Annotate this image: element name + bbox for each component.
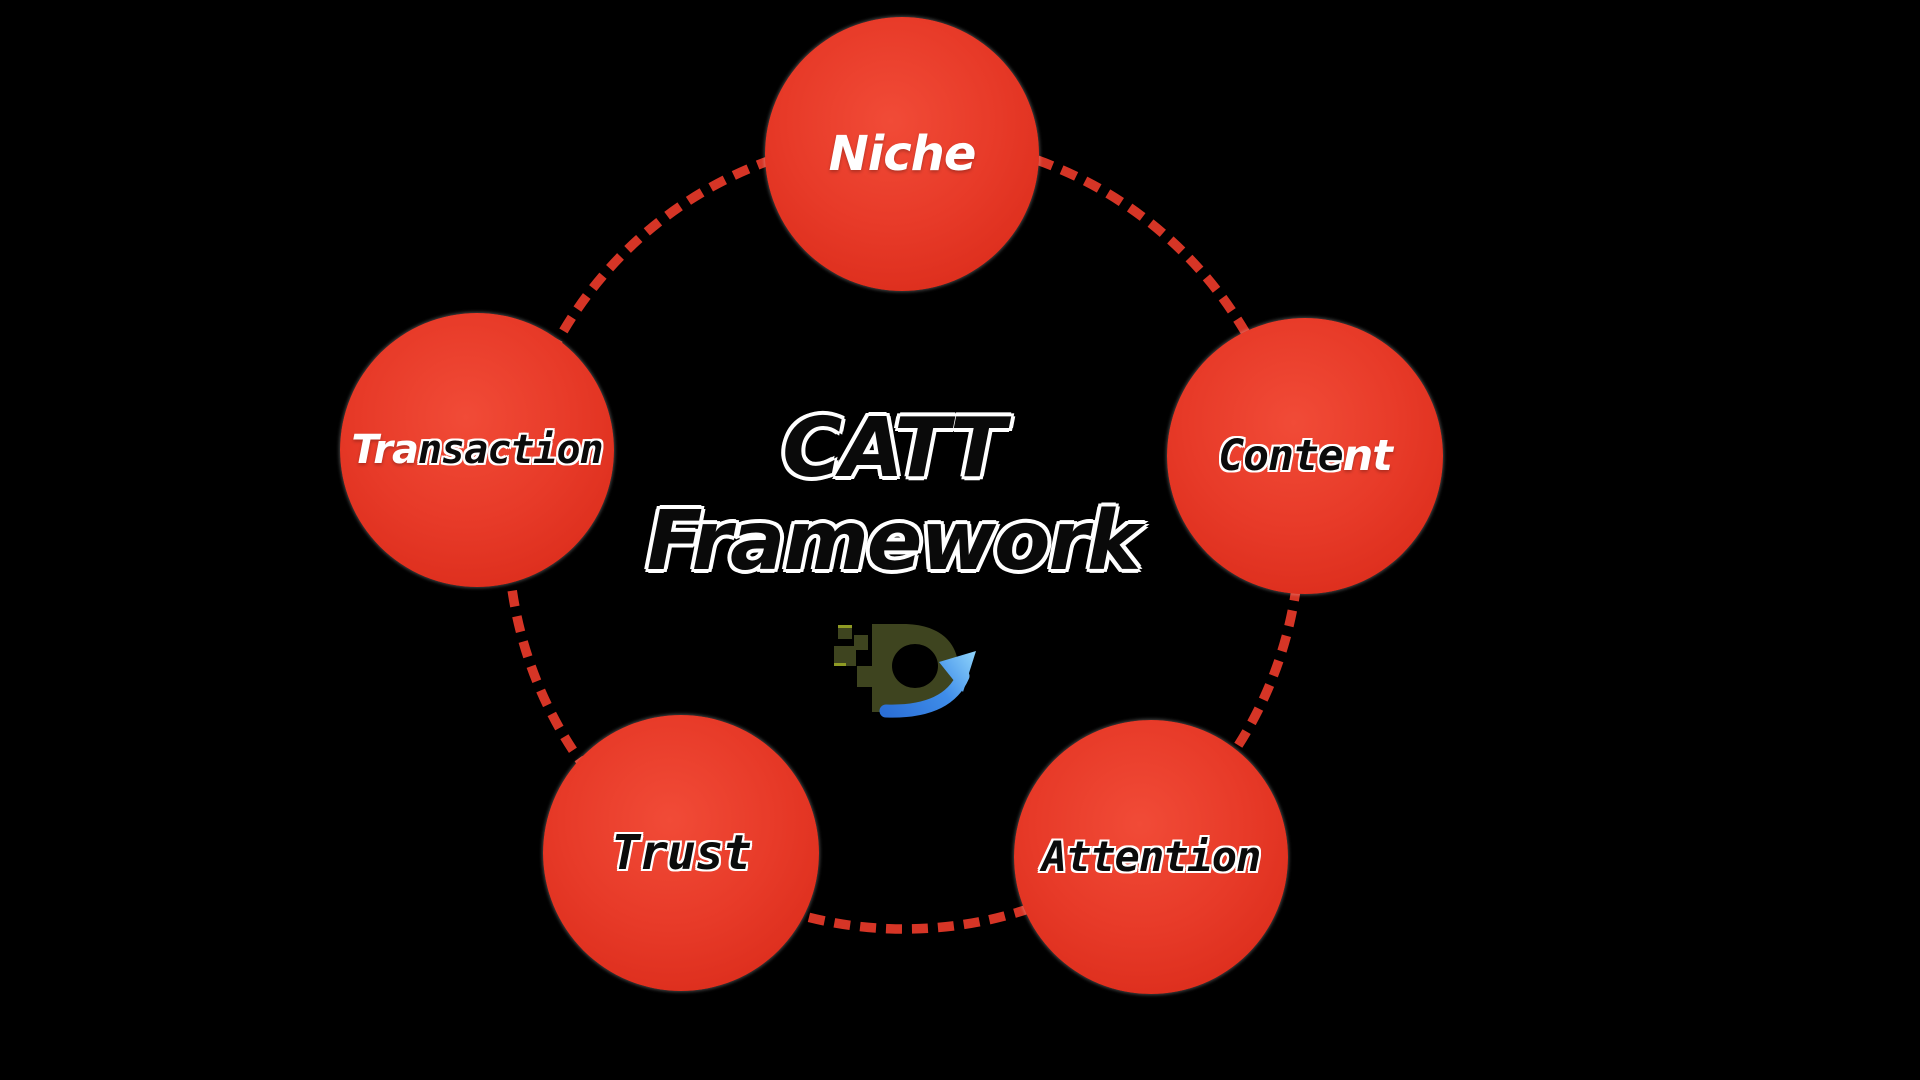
circle-label: Niche (828, 126, 977, 182)
circle-niche: Niche (765, 17, 1039, 291)
logo-arrow-head (939, 651, 976, 692)
pixel-d-swoosh-logo (834, 624, 976, 718)
title-line-1: CATT (782, 401, 1006, 496)
title-line-2: Framework (646, 494, 1142, 589)
diagram-title: CATT Framework (493, 402, 1293, 588)
circle-label-segment: Trust (611, 825, 751, 881)
logo-d-counter (892, 644, 938, 688)
circle-label-segment: Niche (828, 126, 977, 182)
circle-label-segment: nt (1342, 430, 1393, 481)
circle-label: Trust (611, 829, 751, 877)
circle-label-segment: Conte (1218, 430, 1343, 481)
circle-label-segment: nsaction (417, 427, 604, 473)
circle-trust: Trust (543, 715, 819, 991)
circle-label-segment: Attention (1041, 832, 1262, 881)
circle-attention: Attention (1014, 720, 1288, 994)
circle-label: Attention (1041, 832, 1262, 881)
circle-label-segment: Tra (351, 427, 419, 473)
